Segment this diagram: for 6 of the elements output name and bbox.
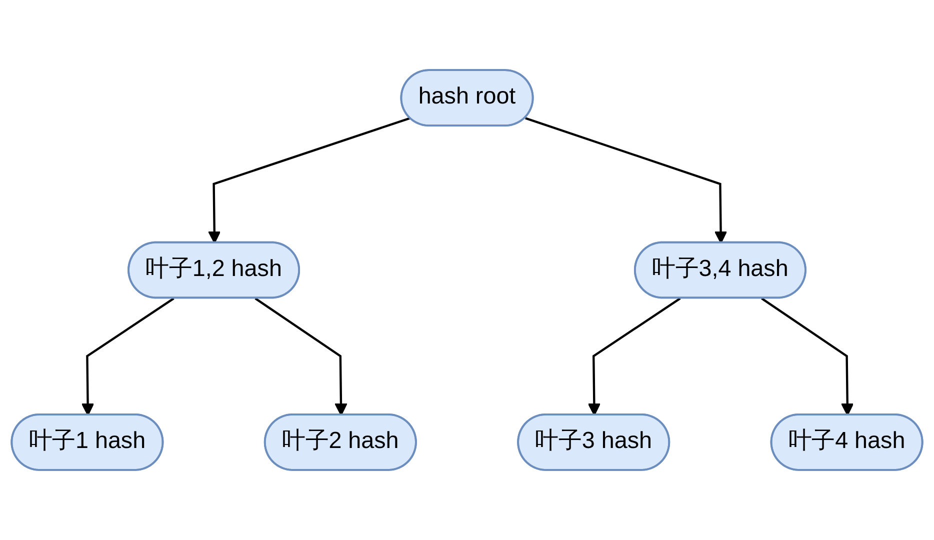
arrow (525, 117, 728, 244)
arrow (254, 298, 348, 416)
arrow (761, 298, 854, 416)
arrow (208, 117, 410, 244)
arrow (588, 298, 681, 416)
arrow (81, 298, 174, 416)
